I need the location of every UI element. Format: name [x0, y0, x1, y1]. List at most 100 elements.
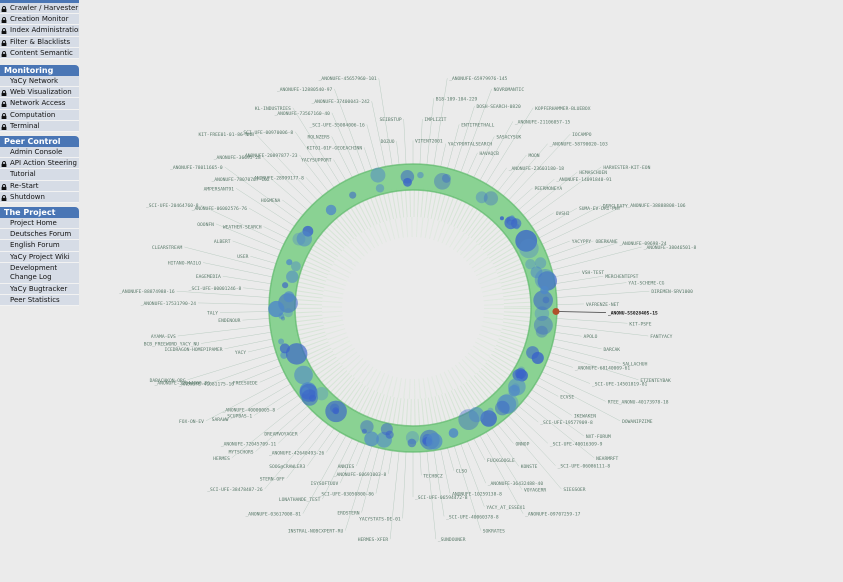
peer-label: _ANONUFE-78011665-0	[170, 165, 223, 171]
peer-node	[475, 191, 488, 204]
peer-label: ONNOP	[516, 442, 530, 448]
menu-item-network-access[interactable]: Network Access	[0, 98, 79, 110]
menu-item-admin-console[interactable]: Admin Console	[0, 147, 79, 159]
peer-link	[433, 449, 445, 517]
peer-node	[487, 407, 494, 414]
menu-item-project-home[interactable]: Project Home	[0, 218, 79, 230]
peer-node	[370, 167, 386, 183]
peer-label: _ANONUFE-78070707-102	[212, 177, 270, 183]
menu-item-tutorial[interactable]: Tutorial	[0, 169, 79, 181]
peer-node	[534, 257, 547, 269]
menu-item-label: Content Semantic	[10, 48, 73, 57]
peer-label: ANNIES	[338, 464, 355, 470]
peer-label: _ANONUFE-88874988-16	[119, 289, 175, 295]
peer-label: BCB_FREEWORD_YACY_NU	[144, 341, 200, 347]
peer-node	[361, 428, 367, 434]
peer-link	[255, 133, 319, 202]
peer-label: _ANONUFE-40000005-8	[223, 408, 276, 414]
lock-icon	[1, 27, 7, 35]
peer-label: _SUNDOUNER	[438, 537, 466, 543]
menu-item-peer-statistics[interactable]: Peer Statistics	[0, 294, 79, 307]
peer-link	[247, 345, 276, 353]
peer-label: AYAMA-EVS	[151, 334, 176, 340]
peer-label: IOCAMPO	[572, 132, 592, 138]
peer-label: VSH-TEST	[582, 270, 604, 276]
peer-link	[550, 345, 621, 364]
peer-label: ECVSE	[560, 394, 574, 400]
peer-label: _ANONUFE-37400043-242	[312, 99, 370, 105]
peer-link	[331, 112, 360, 176]
menu-item-development-change-log[interactable]: Development Change Log	[0, 262, 79, 284]
peer-node	[425, 433, 443, 450]
menu-item-label: Development Change Log	[10, 263, 58, 281]
lock-icon	[1, 183, 7, 190]
peer-label: B18-109-104-229	[436, 96, 478, 102]
peer-link	[491, 167, 507, 189]
peer-link	[491, 427, 519, 467]
peer-link	[534, 207, 578, 233]
peer-label: HAVAQCB	[479, 151, 499, 157]
peer-link	[248, 207, 292, 233]
menu-item-shutdown[interactable]: Shutdown	[0, 191, 79, 203]
menu-item-terminal[interactable]: Terminal	[0, 120, 79, 132]
peer-node	[534, 306, 550, 321]
menu-item-re-start[interactable]: Re-Start	[0, 180, 79, 192]
inner-link-halo-2	[322, 217, 504, 399]
menu-item-yacy-network[interactable]: YaCy Network	[0, 76, 79, 88]
menu-item-index-administration[interactable]: Index Administration	[0, 25, 79, 37]
menu-item-crawler-harvester[interactable]: Crawler / Harvester	[0, 3, 79, 15]
peer-label: KL-INDUSTRIES	[255, 106, 291, 112]
peer-link	[466, 152, 478, 176]
peer-link	[371, 101, 386, 168]
peer-label: FREESUEDE	[233, 380, 258, 386]
peer-label: _ANONUFE-36095-28	[214, 155, 261, 161]
peer-node	[290, 261, 301, 272]
peer-label: _ANONU-55028405-15	[608, 311, 658, 317]
peer-node	[499, 216, 504, 221]
peer-label: TALY	[207, 311, 218, 317]
peer-link	[530, 212, 554, 227]
peer-node	[540, 285, 549, 295]
menu-item-yacy-bugtracker[interactable]: YaCy Bugtracker	[0, 283, 79, 295]
menu-item-computation[interactable]: Computation	[0, 109, 79, 121]
network-graph: VITENT2001IMPLIZITB18-109-104-229_ANONUF…	[119, 76, 697, 543]
peer-label: KIT-PSFE	[629, 321, 651, 327]
peer-label: ETZENTEYBAK	[640, 378, 671, 384]
peer-label: _ANONUFE-38046501-8	[644, 245, 697, 251]
peer-label: HITANO-MAILO	[168, 261, 201, 267]
menu-item-deutsches-forum[interactable]: Deutsches Forum	[0, 229, 79, 241]
peer-link	[522, 400, 595, 458]
menu-item-web-visualization[interactable]: Web Visualization	[0, 87, 79, 99]
peer-label: SOOG@CRAWLER3	[269, 464, 305, 470]
menu-item-content-semantic[interactable]: Content Semantic	[0, 47, 79, 59]
peer-link	[307, 427, 335, 467]
peer-link	[378, 78, 393, 167]
peer-label: RTEE_ANONU-40173978-18	[608, 399, 669, 405]
peer-link	[555, 311, 606, 314]
peer-link	[512, 187, 533, 206]
peer-label: YACYSTATS-DE-01	[359, 516, 401, 522]
peer-label: DOZUO	[381, 139, 395, 145]
menu-item-label: Terminal	[10, 121, 40, 130]
peer-label: _ANONUFE-14091840-91	[556, 177, 612, 183]
peer-label: ANONUFE-10259138-8	[452, 492, 502, 498]
peer-label: OOONFN	[197, 222, 214, 228]
peer-label: YACYSUPPORT	[301, 158, 332, 164]
menu-item-creation-monitor[interactable]: Creation Monitor	[0, 14, 79, 26]
peer-link	[541, 204, 626, 245]
menu-item-english-forum[interactable]: English Forum	[0, 240, 79, 252]
peer-links	[176, 78, 650, 540]
peer-label: DOSH-SEARCH-0820	[476, 104, 520, 110]
peer-link	[235, 364, 282, 384]
peer-label: EAGEMEDIA	[196, 274, 221, 280]
menu-item-api-action-steering[interactable]: API Action Steering	[0, 158, 79, 170]
lock-icon	[1, 39, 7, 46]
peer-label: IMPLIZIT	[424, 117, 446, 123]
peer-link	[419, 119, 423, 166]
peer-link	[473, 437, 486, 461]
menu-item-filter-blacklists[interactable]: Filter & Blacklists	[0, 36, 79, 48]
menu-item-yacy-project-wiki[interactable]: YaCy Project Wiki	[0, 251, 79, 263]
peer-label: NEARMRFT	[596, 456, 618, 462]
peer-label: OBERKANE	[595, 239, 617, 245]
peer-label: DREAMVOYAGER	[264, 431, 297, 437]
